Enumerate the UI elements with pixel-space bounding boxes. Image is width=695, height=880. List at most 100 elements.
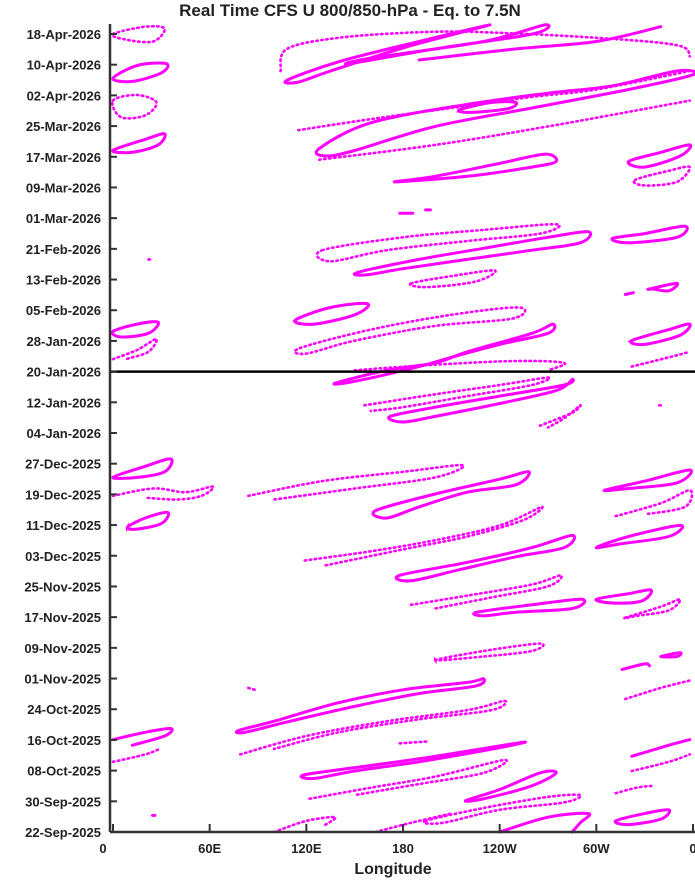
positive-contour [110, 320, 160, 339]
positive-contour [498, 811, 592, 834]
negative-contour [303, 505, 544, 568]
positive-contour [111, 457, 174, 480]
y-tick-label: 04-Jan-2026 [27, 426, 101, 441]
negative-contour [630, 753, 692, 773]
x-tick-label: 60W [583, 841, 610, 856]
negative-contour [398, 740, 429, 745]
positive-contour [610, 224, 689, 245]
y-tick-label: 19-Dec-2025 [25, 487, 101, 502]
y-tick-label: 18-Apr-2026 [27, 27, 101, 42]
negative-contour [614, 489, 694, 518]
y-tick-label: 09-Nov-2025 [24, 641, 101, 656]
negative-contour [374, 812, 453, 834]
negative-contour [632, 165, 692, 187]
positive-contour [472, 597, 587, 618]
y-tick-label: 17-Mar-2026 [26, 150, 101, 165]
negative-contour [296, 69, 692, 132]
positive-contour [314, 68, 695, 158]
positive-contour [343, 23, 551, 66]
x-tick-label: 60E [198, 841, 221, 856]
y-tick-label: 28-Jan-2026 [27, 334, 101, 349]
positive-contour [613, 808, 672, 827]
y-tick-label: 30-Sep-2025 [25, 794, 101, 809]
positive-contour [111, 132, 167, 155]
negative-contour [623, 597, 682, 620]
negative-contour [538, 403, 582, 429]
negative-contour [111, 93, 158, 120]
negative-contour [624, 679, 692, 701]
x-tick-label: 120E [291, 841, 322, 856]
negative-contour [363, 376, 551, 413]
positive-contour [111, 727, 174, 747]
positive-contour [594, 588, 654, 605]
positive-contour [332, 322, 557, 386]
negative-contour [272, 815, 337, 834]
negative-contour [409, 574, 563, 610]
negative-contour [433, 642, 545, 665]
positive-contour [627, 322, 692, 347]
y-tick-label: 08-Oct-2025 [27, 764, 101, 779]
negative-contour [293, 306, 527, 356]
y-tick-label: 12-Jan-2026 [27, 395, 101, 410]
positive-contour [299, 740, 528, 781]
positive-contour [646, 281, 680, 293]
positive-contour [594, 523, 685, 550]
y-tick-label: 25-Nov-2025 [24, 579, 101, 594]
y-tick-label: 01-Mar-2026 [26, 211, 101, 226]
positive-contour [125, 510, 171, 532]
x-tick-label: 180 [392, 841, 414, 856]
positive-contour [234, 677, 486, 735]
x-tick-label: 120W [483, 841, 518, 856]
y-tick-label: 27-Dec-2025 [25, 457, 101, 472]
positive-contour [417, 25, 663, 62]
positive-contour [626, 143, 693, 169]
y-tick-label: 13-Feb-2026 [26, 273, 101, 288]
y-tick-label: 20-Jan-2026 [27, 365, 101, 380]
positive-contour [387, 377, 575, 424]
negative-contour [317, 99, 692, 161]
negative-contour [111, 337, 159, 361]
y-tick-label: 09-Mar-2026 [26, 180, 101, 195]
negative-contour [111, 24, 167, 44]
y-tick-label: 10-Apr-2026 [27, 58, 101, 73]
y-tick-label: 01-Nov-2025 [24, 672, 101, 687]
y-tick-label: 11-Dec-2025 [26, 518, 101, 533]
y-tick-label: 17-Nov-2025 [24, 610, 101, 625]
y-tick-label: 03-Dec-2025 [25, 549, 101, 564]
negative-contour [238, 699, 508, 756]
positive-contour [352, 230, 593, 277]
positive-contour [394, 533, 576, 583]
positive-contour [623, 291, 635, 297]
positive-contour [602, 468, 693, 493]
negative-contour [614, 784, 654, 795]
axes: 22-Sep-202530-Sep-202508-Oct-202516-Oct-… [24, 24, 695, 856]
negative-contour [279, 30, 692, 73]
x-tick-label: 0 [99, 841, 106, 856]
y-tick-label: 24-Oct-2025 [27, 702, 101, 717]
negative-contour [308, 758, 508, 801]
x-axis-label: Longitude [354, 861, 431, 878]
y-tick-label: 25-Mar-2026 [26, 119, 101, 134]
x-tick-label: 0 [689, 841, 695, 856]
positive-contour [392, 152, 559, 184]
y-tick-label: 02-Apr-2026 [27, 88, 101, 103]
y-tick-label: 21-Feb-2026 [26, 242, 101, 257]
positive-contour [371, 470, 531, 520]
positive-contour [630, 738, 692, 758]
negative-contour [422, 793, 583, 825]
negative-contour [247, 686, 257, 692]
y-tick-label: 05-Feb-2026 [26, 303, 101, 318]
positive-contour [111, 61, 170, 84]
contour-layer [110, 23, 695, 834]
positive-contour [620, 662, 651, 671]
positive-contour [456, 100, 519, 114]
negative-contour [630, 350, 692, 368]
negative-contour [353, 359, 567, 372]
y-tick-label: 16-Oct-2025 [27, 733, 101, 748]
negative-contour [111, 485, 215, 501]
positive-contour [659, 651, 683, 659]
positive-contour [463, 769, 558, 803]
positive-contour [292, 301, 371, 326]
negative-contour [247, 463, 466, 501]
